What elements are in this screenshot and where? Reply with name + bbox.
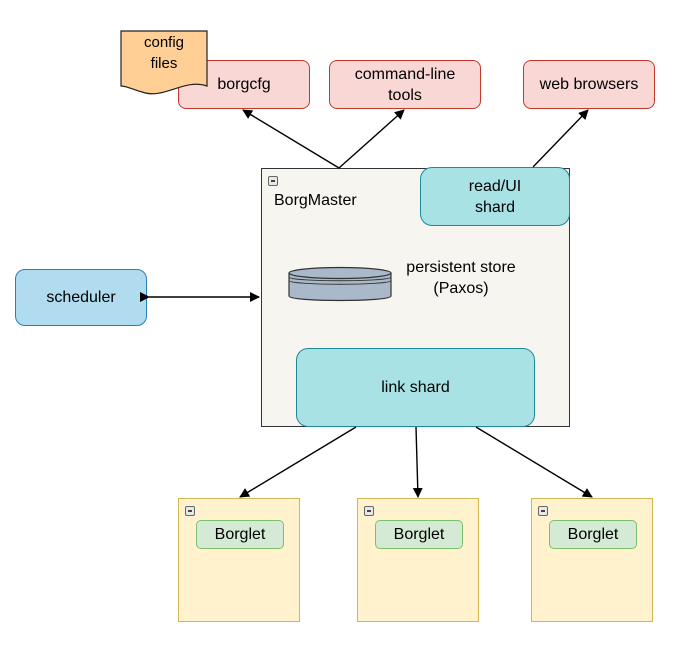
borglet-3-label: Borglet bbox=[567, 526, 619, 543]
borglet-3: Borglet bbox=[549, 520, 637, 549]
borglet-2-label: Borglet bbox=[393, 526, 445, 543]
persistent-store-label: persistent store (Paxos) bbox=[406, 259, 516, 297]
read-ui-shard-box: read/UI shard bbox=[420, 167, 570, 226]
arrow-to-command-line-tools bbox=[338, 109, 405, 169]
config-files-label-box: config files bbox=[120, 32, 208, 74]
borglet-machine-2 bbox=[357, 498, 479, 622]
scheduler-label: scheduler bbox=[46, 289, 116, 306]
borglet-2: Borglet bbox=[375, 520, 463, 549]
command-line-tools-label: command-line tools bbox=[354, 65, 456, 104]
borglet-machine-1 bbox=[178, 498, 300, 622]
scheduler-box: scheduler bbox=[15, 269, 147, 326]
borglet-machine-2-collapse-icon[interactable] bbox=[364, 506, 374, 516]
command-line-tools-box: command-line tools bbox=[329, 60, 481, 109]
link-shard-label: link shard bbox=[381, 379, 450, 396]
borglet-1-label: Borglet bbox=[214, 526, 266, 543]
link-shard-box: link shard bbox=[296, 348, 535, 427]
arrow-to-borglet-3 bbox=[475, 426, 593, 498]
arrow-to-borgcfg bbox=[242, 109, 340, 169]
config-files-label: config files bbox=[143, 34, 185, 72]
web-browsers-box: web browsers bbox=[523, 60, 655, 109]
borglet-machine-3-collapse-icon[interactable] bbox=[538, 506, 548, 516]
arrow-to-borglet-1 bbox=[239, 426, 357, 498]
borgmaster-title: BorgMaster bbox=[274, 192, 357, 209]
borglet-machine-3 bbox=[531, 498, 653, 622]
borgcfg-label: borgcfg bbox=[217, 76, 271, 93]
persistent-store-label-box: persistent store (Paxos) bbox=[396, 256, 526, 300]
persistent-store-database-icon bbox=[288, 266, 392, 302]
web-browsers-label: web browsers bbox=[539, 76, 639, 93]
arrow-to-borglet-2 bbox=[412, 426, 423, 498]
arrow-to-web-browsers bbox=[532, 109, 589, 168]
borglet-1: Borglet bbox=[196, 520, 284, 549]
config-files-document-icon bbox=[120, 30, 208, 95]
borgmaster-collapse-icon[interactable] bbox=[268, 176, 278, 186]
read-ui-shard-label: read/UI shard bbox=[468, 177, 522, 216]
borglet-machine-1-collapse-icon[interactable] bbox=[185, 506, 195, 516]
